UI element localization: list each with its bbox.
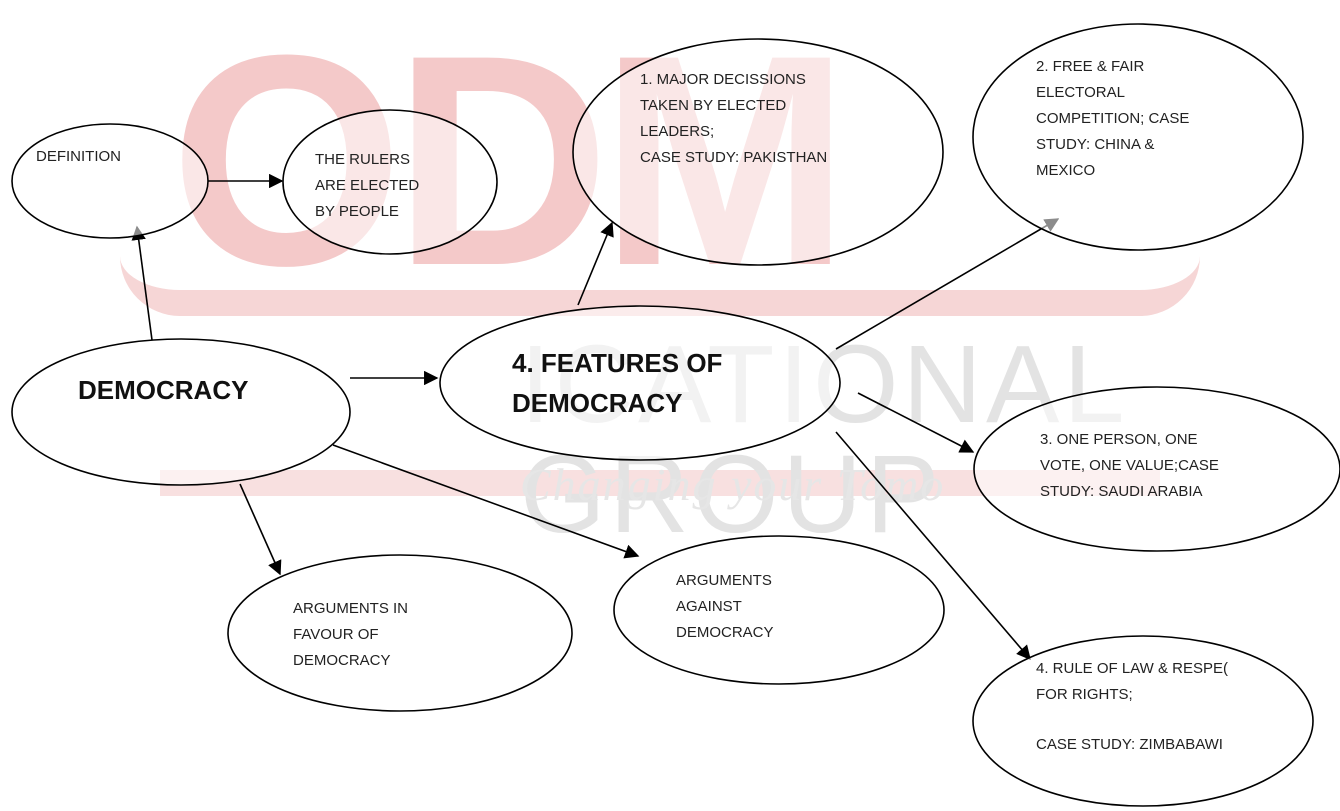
node-arguments-for	[227, 554, 573, 712]
arrow-features-to-feature-4	[835, 431, 1031, 661]
label-arguments-for: ARGUMENTS IN FAVOUR OF DEMOCRACY	[293, 600, 409, 669]
arrow-democracy-to-arguments-for	[239, 483, 282, 576]
node-feature-3	[973, 386, 1340, 552]
node-arguments-against	[613, 535, 945, 685]
label-feature-1: 1. MAJOR DECISSIONS TAKEN BY ELECTED LEA…	[640, 71, 828, 166]
node-features	[439, 305, 841, 461]
label-features: 4. FEATURES OF DEMOCRACY	[512, 348, 723, 418]
label-definition: DEFINITION	[36, 148, 121, 165]
node-rulers-elected	[282, 109, 498, 255]
node-feature-4	[972, 635, 1314, 807]
arrow-features-to-feature-1	[577, 221, 614, 306]
label-feature-4-heading: 4. RULE OF LAW & RESPE( FOR RIGHTS;	[1036, 660, 1228, 703]
node-feature-1	[572, 38, 944, 266]
arrow-features-to-feature-3	[857, 392, 975, 453]
label-feature-2: 2. FREE & FAIR ELECTORAL COMPETITION; CA…	[1036, 58, 1190, 179]
label-democracy: DEMOCRACY	[78, 375, 249, 405]
node-feature-2	[972, 23, 1304, 251]
label-feature-3: 3. ONE PERSON, ONE VOTE, ONE VALUE;CASE …	[1040, 431, 1219, 500]
arrow-democracy-to-definition	[131, 225, 153, 341]
node-democracy	[11, 338, 351, 486]
label-arguments-against: ARGUMENTS AGAINST DEMOCRACY	[676, 572, 774, 641]
label-rulers-elected: THE RULERS ARE ELECTED BY PEOPLE	[315, 151, 420, 220]
node-definition	[11, 123, 209, 239]
arrow-democracy-to-arguments-against	[332, 444, 640, 559]
arrow-features-to-feature-2	[835, 218, 1060, 350]
label-feature-4-case-study: CASE STUDY: ZIMBABAWI	[1036, 736, 1223, 753]
